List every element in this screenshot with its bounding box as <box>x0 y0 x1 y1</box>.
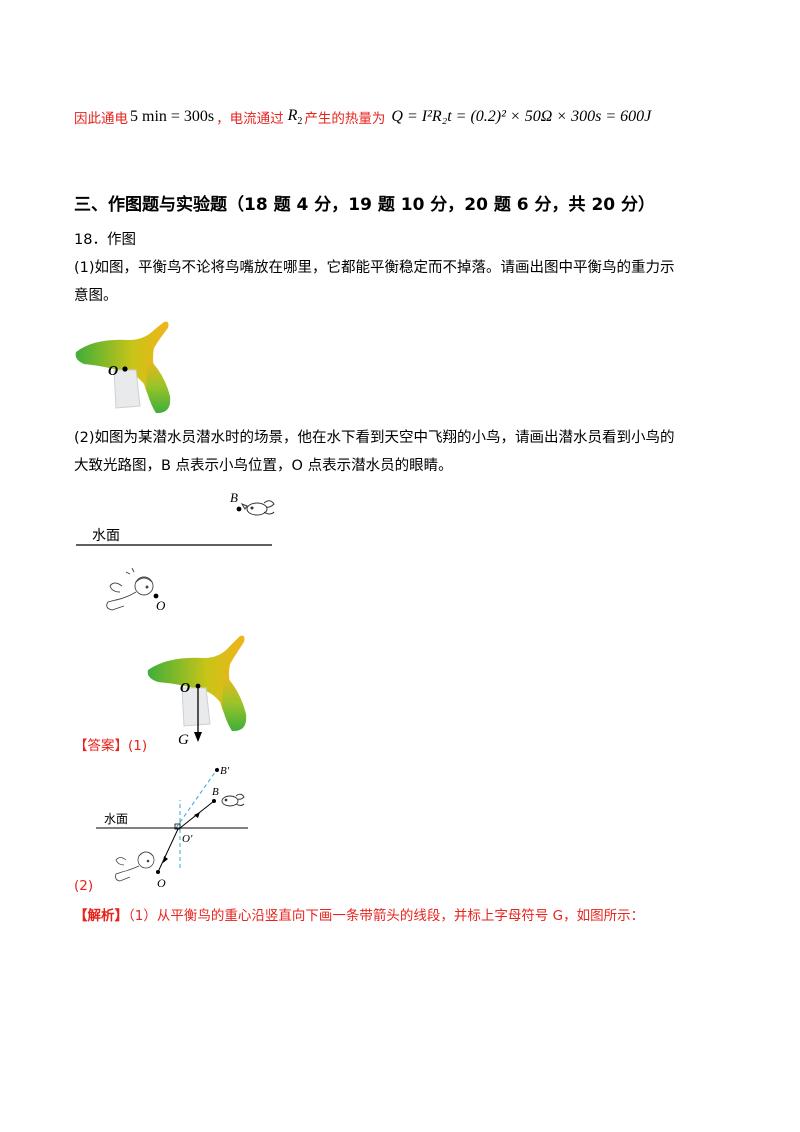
point-o-label-2: O <box>156 598 166 613</box>
resistor-letter: R <box>287 106 298 124</box>
part2-line2: 大致光路图，B 点表示小鸟位置，O 点表示潜水员的眼睛。 <box>74 458 453 474</box>
refracted-ray <box>157 828 179 873</box>
light-path-figure: B' B 水面 O' O <box>96 765 248 890</box>
line1-middle: ，电流通过 <box>216 111 284 127</box>
analysis-row: 【解析】（1）从平衡鸟的重心沿竖直向下画一条带箭头的线段，并标上字母符号 G，如… <box>74 904 644 924</box>
gravity-label: G <box>178 732 189 748</box>
answer-balance-bird-figure: O G <box>147 635 247 748</box>
answer-water-surface-label: 水面 <box>104 812 128 826</box>
point-o-label: O <box>108 364 118 379</box>
answer-part1-row: 【答案】(1) <box>74 734 147 754</box>
answer-bird-body <box>147 635 247 732</box>
answer-small-bird-icon <box>221 793 245 807</box>
diver-bird-figure: B 水面 O <box>76 490 275 613</box>
line1-prefix: 因此通电 <box>74 111 128 127</box>
answer-label: 【答案】 <box>74 738 128 754</box>
incident-arrowhead <box>194 812 200 818</box>
gravity-arrowhead <box>194 732 202 742</box>
analysis-label: 【解析】 <box>74 908 128 924</box>
virtual-image-point <box>215 768 219 772</box>
answer-point-o-label: O <box>180 681 190 696</box>
diver-eye-point <box>153 593 159 599</box>
part1-line2: 意图。 <box>74 288 118 304</box>
point-b-prime-label: B' <box>220 765 230 777</box>
refracted-arrowhead <box>163 856 168 863</box>
resistor-symbol: R2 <box>288 107 303 127</box>
answer-point-b-label: B <box>212 786 219 798</box>
answer-part2-label: (2) <box>74 878 94 894</box>
part2-line1: (2)如图为某潜水员潜水时的场景，他在水下看到天空中飞翔的小鸟，请画出潜水员看到… <box>74 430 675 446</box>
answer-eye-point <box>156 870 160 874</box>
balance-bird-figure: O <box>75 321 171 414</box>
bird-point-b <box>236 506 242 512</box>
point-o-prime-label: O' <box>182 833 193 845</box>
heat-equation: Q = I²R₂t = (0.2)² × 50Ω × 300s = 600J <box>391 108 652 125</box>
answer-diver-icon <box>115 851 155 882</box>
answer-part1-label: (1) <box>128 738 148 754</box>
line1-suffix: 产生的热量为 <box>304 111 386 127</box>
time-equation: 5 min = 300s <box>130 108 215 125</box>
diver-icon <box>106 567 154 611</box>
section-heading: 三、作图题与实验题（18 题 4 分，19 题 10 分，20 题 6 分，共 … <box>74 195 656 215</box>
point-b-label: B <box>230 490 238 505</box>
bird-body <box>75 321 171 414</box>
answer-point-o-label-2: O <box>157 876 166 890</box>
water-surface-label: 水面 <box>92 528 120 544</box>
heat-formula-line: 因此通电 5 min = 300s ，电流通过 R2 产生的热量为 Q = I²… <box>74 100 651 134</box>
small-bird-icon <box>240 500 275 516</box>
part1-line1: (1)如图，平衡鸟不论将鸟嘴放在哪里，它都能平衡稳定而不掉落。请画出图中平衡鸟的… <box>74 260 675 276</box>
analysis-text: （1）从平衡鸟的重心沿竖直向下画一条带箭头的线段，并标上字母符号 G，如图所示： <box>128 908 645 924</box>
virtual-image-ray <box>175 767 219 829</box>
resistor-subscript: 2 <box>297 116 303 128</box>
question-number: 18．作图 <box>74 232 136 248</box>
center-of-gravity-dot <box>122 366 128 372</box>
